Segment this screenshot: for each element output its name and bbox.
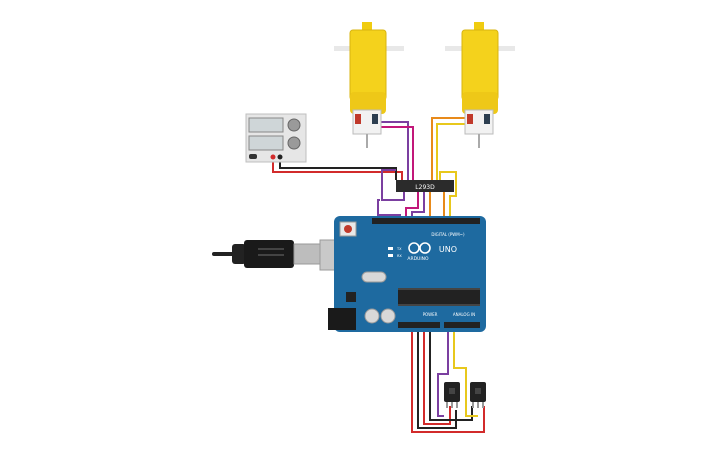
power-supply[interactable] xyxy=(245,113,307,163)
wire-magenta-motor1[interactable] xyxy=(380,126,414,182)
wire-yellow-motor2[interactable] xyxy=(436,123,466,182)
header-power-label: POWER xyxy=(423,312,438,317)
wire-red-5v-sensor[interactable] xyxy=(423,328,451,425)
arduino-uno-board[interactable]: DIGITAL (PWM~) ARDUINO UNO TX RX POWE xyxy=(328,216,486,332)
wire-purple-analog[interactable] xyxy=(437,328,449,417)
wire-orange-motor2[interactable] xyxy=(431,117,466,182)
dc-motor-left[interactable] xyxy=(334,22,404,148)
board-brand-label: ARDUINO xyxy=(407,256,429,262)
reset-button[interactable] xyxy=(344,225,352,233)
driver-chip-label: L293D xyxy=(415,184,435,191)
wire-yellow-analog[interactable] xyxy=(453,328,478,417)
atmega-chip xyxy=(398,290,480,304)
sensor-right[interactable] xyxy=(470,382,486,408)
wire-red-5v-sensor2[interactable] xyxy=(411,328,485,433)
power-jack[interactable] xyxy=(328,308,356,330)
dc-motor-right[interactable] xyxy=(445,22,515,148)
pin-rx-label: RX xyxy=(397,254,402,258)
digital-header[interactable] xyxy=(372,218,480,224)
wires xyxy=(272,117,485,433)
header-analog-label: ANALOG IN xyxy=(453,312,475,317)
power-header[interactable] xyxy=(398,322,440,328)
wire-magenta-ctrl[interactable] xyxy=(405,192,419,222)
motor-driver-chip[interactable]: L293D xyxy=(396,180,454,192)
arduino-logo: ARDUINO UNO xyxy=(407,242,457,262)
board-model-label: UNO xyxy=(439,245,457,254)
wire-black-supply[interactable] xyxy=(279,158,397,180)
pin-tx-label: TX xyxy=(396,247,402,251)
wire-purple-motor1[interactable] xyxy=(380,121,409,182)
wire-purple-ctrl-1[interactable] xyxy=(381,169,405,201)
analog-header[interactable] xyxy=(444,322,480,328)
sensor-left[interactable] xyxy=(444,382,460,408)
wire-black-gnd-sensor2[interactable] xyxy=(429,328,473,421)
header-digital-label: DIGITAL (PWM~) xyxy=(431,232,465,237)
wire-red-supply[interactable] xyxy=(272,158,403,180)
wire-yellow-ctrl[interactable] xyxy=(439,171,457,222)
